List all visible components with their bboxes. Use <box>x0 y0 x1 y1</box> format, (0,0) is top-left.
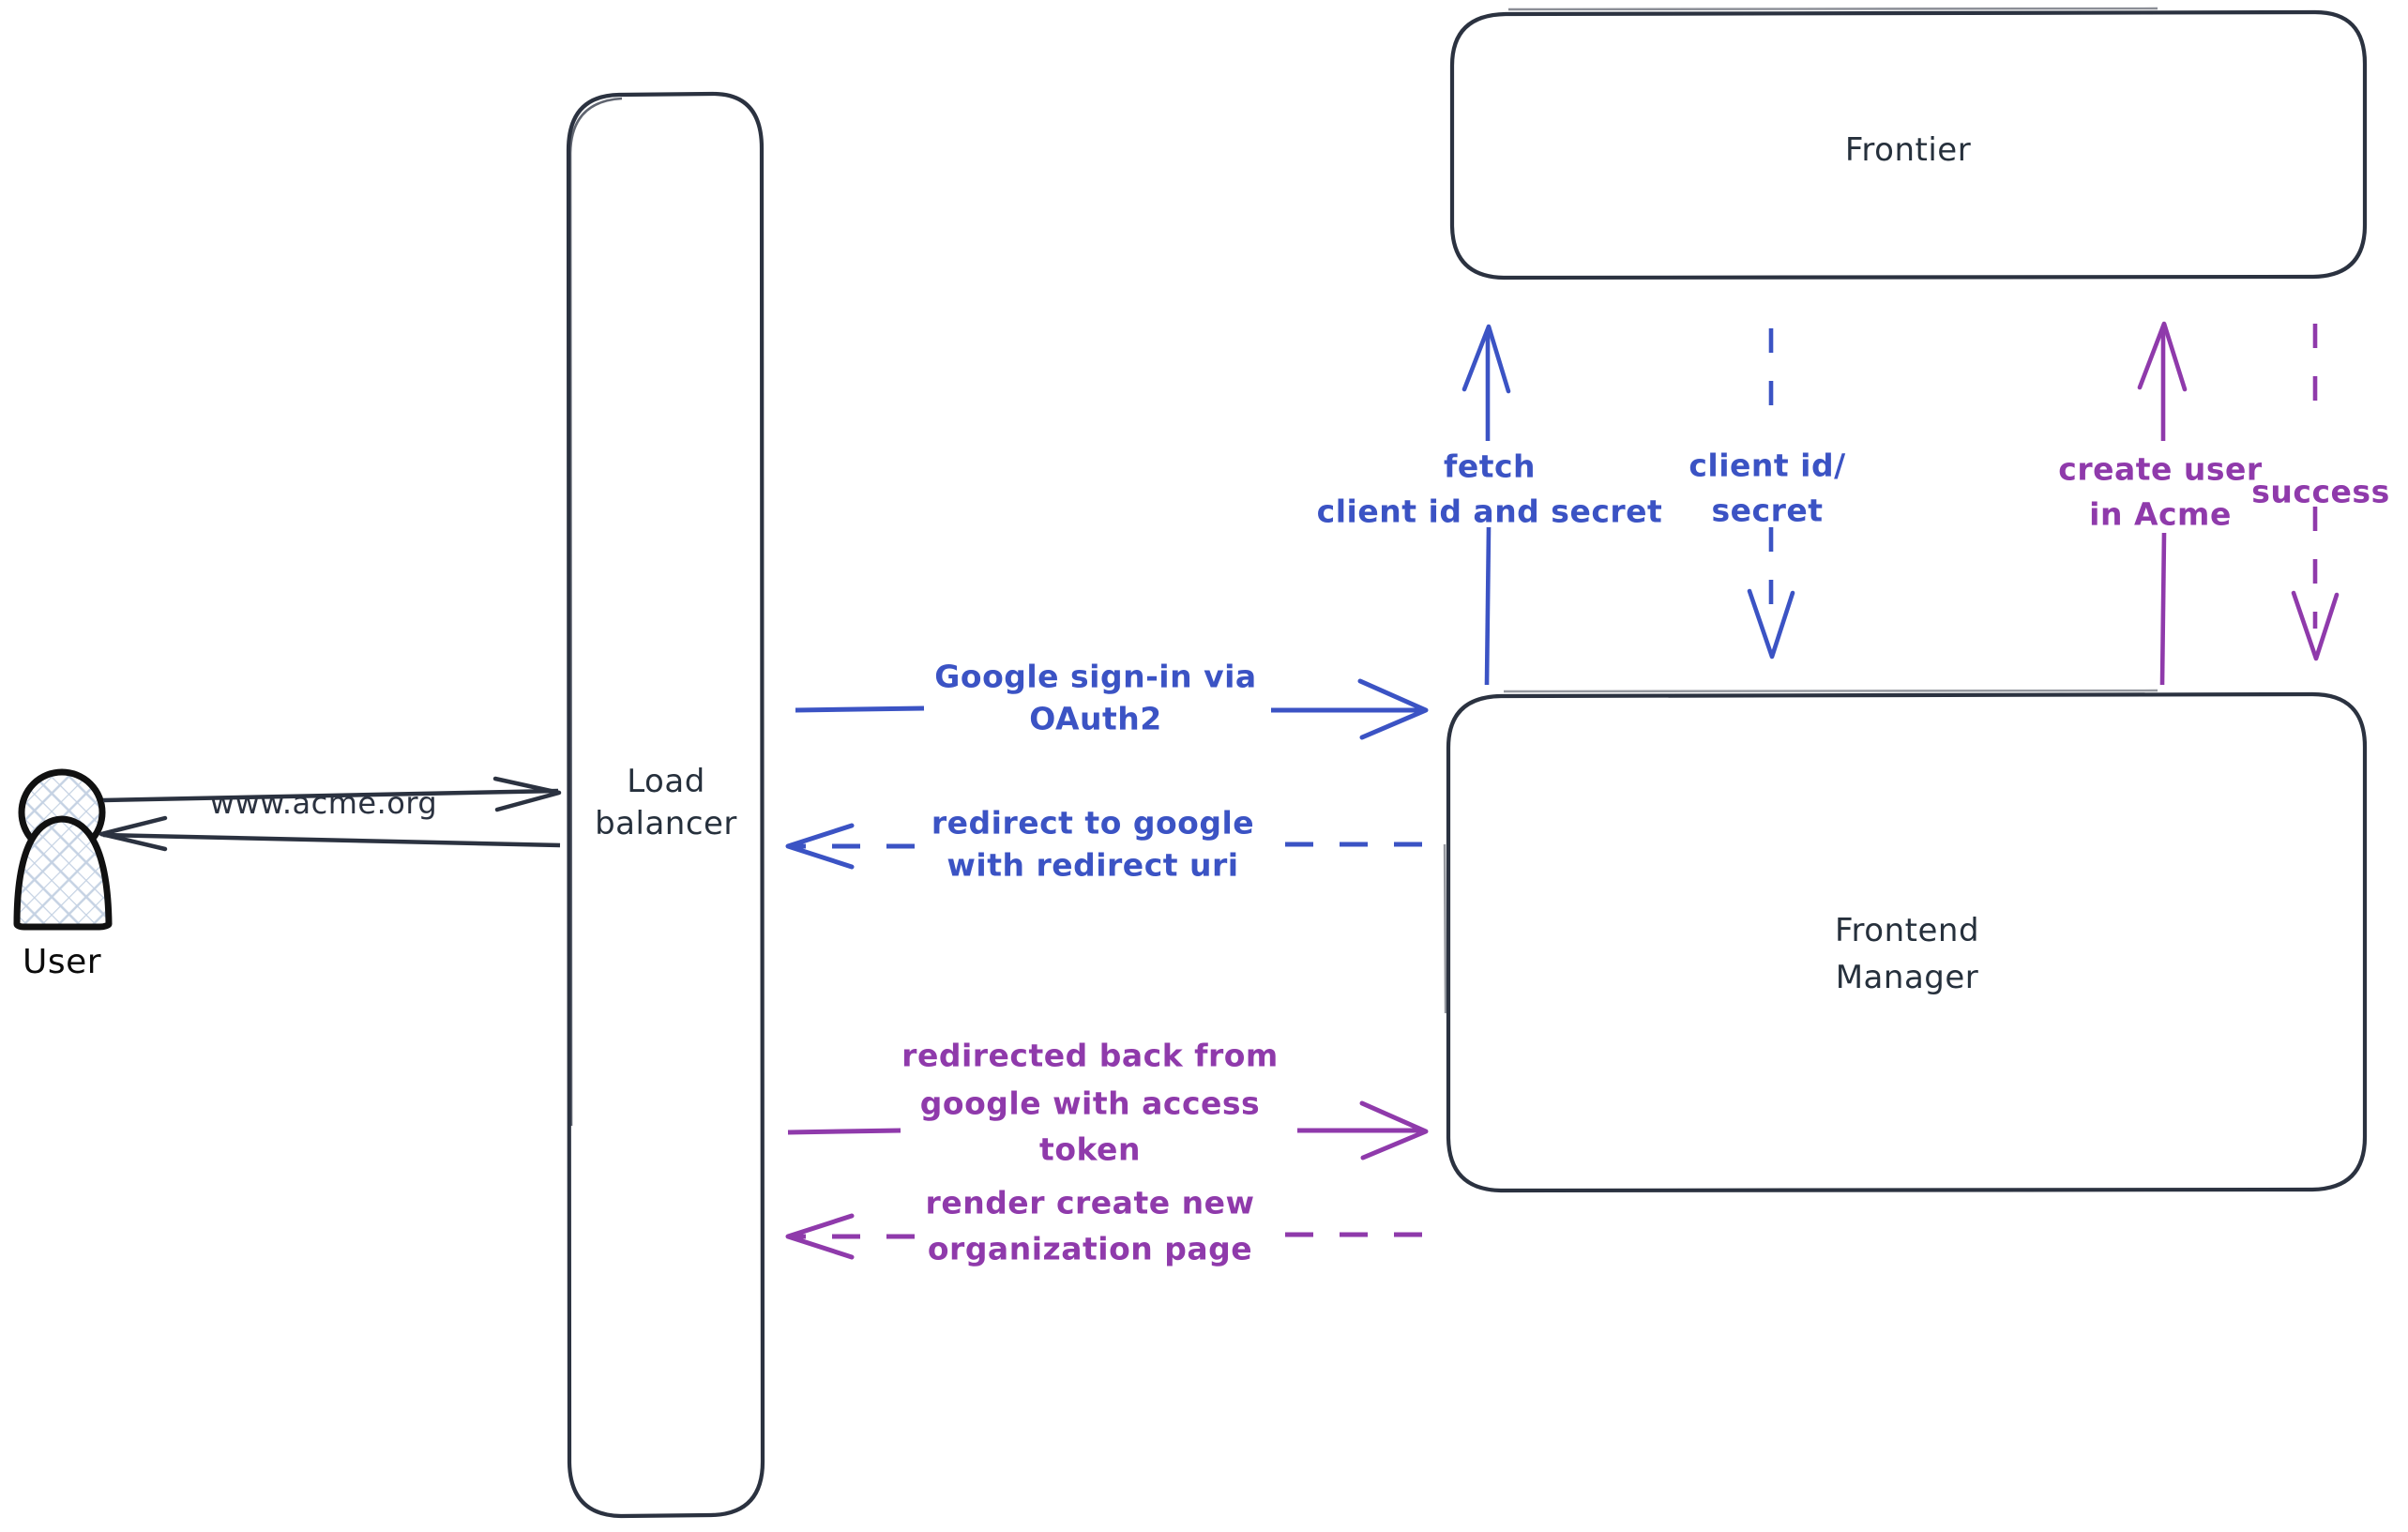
frontend-manager-label-line1: Frontend <box>1834 911 1980 949</box>
node-frontier[interactable] <box>1449 7 2368 281</box>
load-balancer-label-line2: balancer <box>595 804 737 842</box>
edge-create-arrowhead <box>2137 321 2188 392</box>
frontier-outline <box>1449 9 2368 281</box>
edge-create-line-lower <box>2159 532 2167 686</box>
edge-label-fetch-line1: fetch <box>1443 447 1537 485</box>
edge-frontier-to-fm-creds <box>1747 328 1795 660</box>
edge-fm-to-frontier-create <box>2137 321 2188 686</box>
edge-label-render-line1: render create new <box>925 1184 1255 1221</box>
edge-label-create-line1: create user <box>2058 450 2263 488</box>
edge-redirect-arrowhead <box>785 823 855 870</box>
frontier-label: Frontier <box>1844 130 1972 169</box>
frontier-sketch-stroke <box>1507 7 2158 11</box>
edge-token-line-left <box>787 1128 901 1135</box>
edge-label-token-line1: redirected back from <box>901 1037 1279 1074</box>
edge-label-token-line2: google with access <box>919 1085 1261 1122</box>
edge-label-creds-line1: client id/ <box>1689 447 1846 484</box>
edge-user-to-lb-line <box>102 788 559 803</box>
edge-fm-to-lb-render <box>785 1213 1422 1260</box>
load-balancer-label-line1: Load <box>627 762 705 800</box>
user-body-icon <box>13 815 113 931</box>
edge-fetch-line-lower <box>1484 526 1492 686</box>
edge-label-signin-line1: Google sign-in via <box>934 658 1257 695</box>
edge-success-arrowhead <box>2291 590 2340 661</box>
edge-user-to-lb <box>102 776 562 812</box>
edge-frontier-to-fm-success <box>2291 324 2340 661</box>
edge-label-create-line2: in Acme <box>2089 495 2232 533</box>
edge-label-signin-line2: OAuth2 <box>1029 700 1162 737</box>
edge-label-redirect-line1: redirect to google <box>931 804 1255 842</box>
edge-label-fetch-line2: client id and secret <box>1316 493 1663 530</box>
frontend-manager-sketch-stroke <box>1443 689 2158 1014</box>
frontend-manager-label-line2: Manager <box>1835 958 1979 996</box>
edge-label-success: success <box>2251 473 2390 510</box>
edge-fetch-arrowhead <box>1461 324 1511 394</box>
edge-signin-line-left <box>795 705 925 713</box>
load-balancer-sketch-stroke <box>568 97 623 1127</box>
edge-lb-to-fm-signin <box>795 678 1429 740</box>
frontend-manager-outline <box>1446 691 2368 1193</box>
edge-signin-arrowhead <box>1357 678 1429 740</box>
edge-lb-to-fm-token <box>787 1100 1429 1160</box>
edge-fm-to-frontier-fetch <box>1461 324 1511 686</box>
edge-fm-to-lb-redirect <box>785 823 1422 870</box>
edge-render-arrowhead <box>785 1213 855 1260</box>
node-load-balancer[interactable] <box>566 91 765 1519</box>
edge-user-to-lb-arrowhead <box>492 776 562 812</box>
load-balancer-outline <box>566 91 765 1519</box>
edge-lb-to-user-line <box>102 832 561 848</box>
edge-creds-arrowhead <box>1747 588 1795 660</box>
user-actor-icon <box>13 768 113 931</box>
user-actor-label: User <box>22 942 102 981</box>
edge-label-user-to-lb: www.acme.org <box>209 785 438 822</box>
edge-lb-to-user <box>98 815 561 852</box>
edge-lb-to-user-arrowhead <box>98 815 168 852</box>
node-frontend-manager[interactable] <box>1443 689 2368 1193</box>
edge-label-render-line2: organization page <box>927 1230 1253 1267</box>
edge-label-creds-line2: secret <box>1711 492 1824 529</box>
edge-token-arrowhead <box>1359 1100 1429 1160</box>
edge-label-token-line3: token <box>1039 1130 1141 1168</box>
edge-label-redirect-line2: with redirect uri <box>947 846 1239 884</box>
